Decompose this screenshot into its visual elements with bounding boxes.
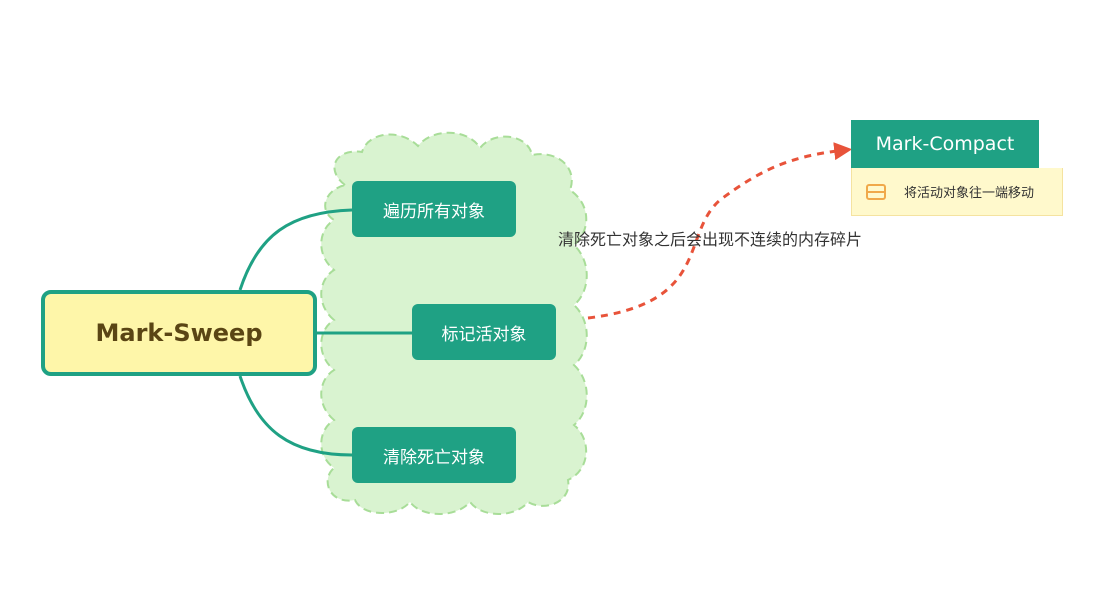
root-node-mark-sweep[interactable]: Mark-Sweep (41, 290, 317, 376)
connector-root-child-3 (238, 375, 353, 457)
child-node-label: 遍历所有对象 (383, 201, 485, 222)
child-node-traverse-objects[interactable]: 遍历所有对象 (352, 181, 516, 237)
child-node-label: 清除死亡对象 (383, 447, 485, 468)
child-node-label: 标记活对象 (441, 324, 527, 345)
related-node-note[interactable]: 将活动对象往一端移动 (851, 168, 1063, 216)
relationship-label: 清除死亡对象之后会出现不连续的内存碎片 (558, 230, 863, 249)
related-node-mark-compact[interactable]: Mark-Compact (851, 120, 1039, 168)
note-text: 将活动对象往一端移动 (904, 186, 1035, 201)
child-node-mark-live-objects[interactable]: 标记活对象 (412, 304, 556, 360)
root-node-label: Mark-Sweep (95, 319, 263, 347)
relationship-arrow (587, 142, 853, 320)
connector-root-child-1 (238, 208, 353, 291)
related-node-label: Mark-Compact (875, 133, 1015, 155)
child-node-sweep-dead-objects[interactable]: 清除死亡对象 (352, 427, 516, 483)
note-icon (866, 183, 886, 200)
